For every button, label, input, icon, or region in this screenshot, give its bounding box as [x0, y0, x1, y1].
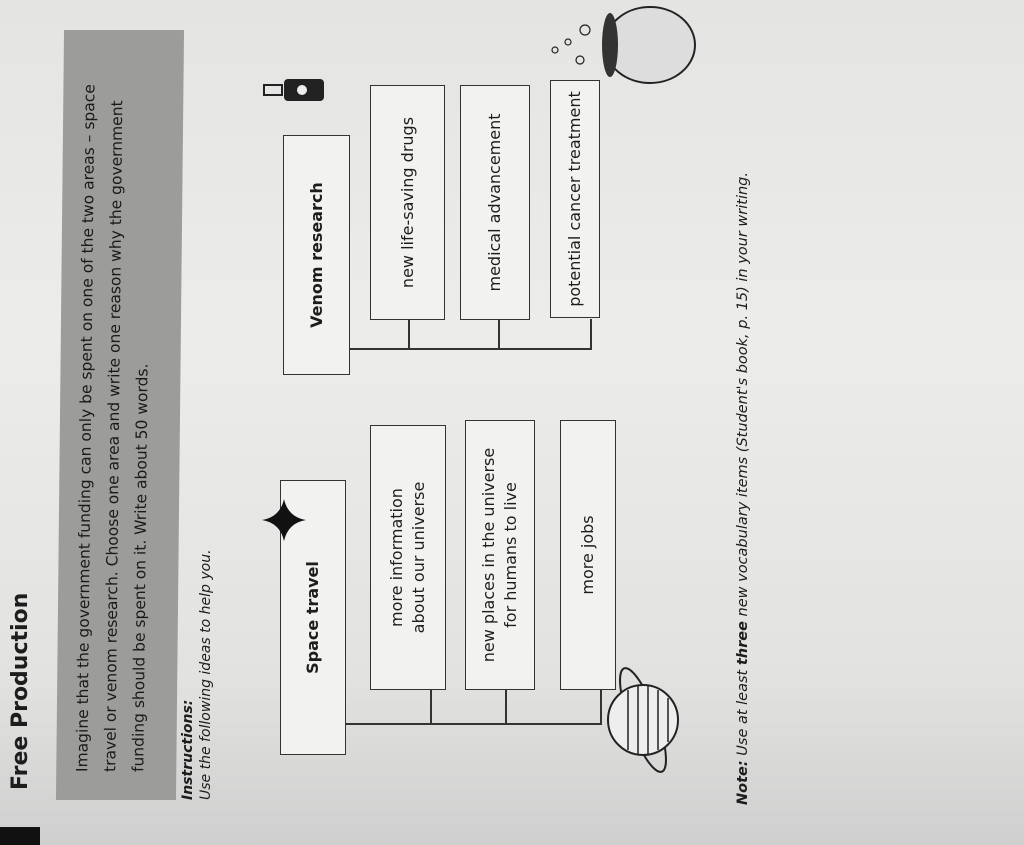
connector: [346, 723, 601, 725]
idea-box: new places in the universe for humans to…: [465, 420, 535, 690]
note-text: Note: Use at least three new vocabulary …: [735, 172, 751, 805]
note-label: Note:: [735, 760, 751, 805]
connector: [498, 319, 500, 350]
idea-box: more jobs: [560, 420, 616, 690]
connector: [350, 348, 591, 350]
connector: [430, 689, 432, 725]
note-post: new vocabulary items (Student's book, p.…: [735, 172, 751, 622]
cauldron-icon: [551, 6, 696, 84]
instructions-text: Use the following ideas to help you.: [198, 549, 214, 800]
instructions-heading: Instructions:: [180, 699, 196, 800]
section-marker: [0, 827, 40, 845]
idea-box: more information about our universe: [370, 425, 446, 690]
sparkle-icon: [262, 499, 306, 541]
page-title: Free Production: [8, 592, 33, 790]
planet-icon: [607, 667, 679, 773]
venom-bottle-icon: [263, 79, 324, 101]
venom-research-box: Venom research: [283, 135, 350, 375]
idea-box: new life-saving drugs: [370, 85, 445, 320]
note-bold: three: [735, 621, 751, 666]
connector: [505, 689, 507, 725]
connector: [590, 319, 592, 350]
prompt-box: Imagine that the government funding can …: [55, 30, 185, 800]
idea-box: medical advancement: [460, 85, 530, 320]
idea-box: potential cancer treatment: [550, 80, 600, 318]
note-pre: Use at least: [735, 665, 751, 761]
connector: [408, 319, 410, 350]
